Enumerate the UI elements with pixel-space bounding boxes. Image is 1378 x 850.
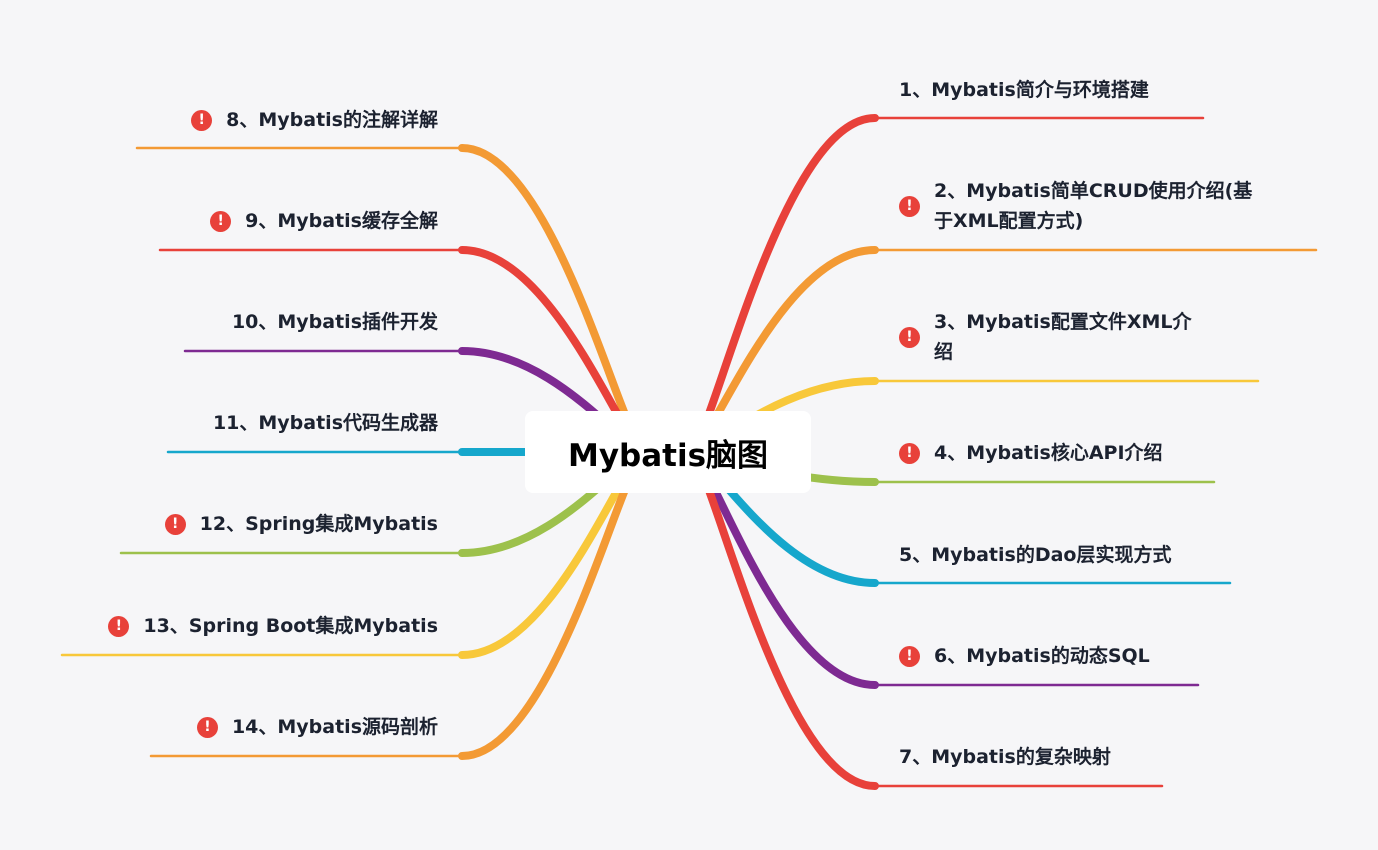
topic-right-2[interactable]: ! 2、Mybatis简单CRUD使用介绍(基于XML配置方式) (899, 176, 1269, 236)
topic-label: 8、Mybatis的注解详解 (226, 109, 438, 131)
branch-left-14 (458, 448, 649, 760)
topic-label: 6、Mybatis的动态SQL (934, 645, 1150, 667)
priority-badge-icon: ! (196, 716, 218, 738)
topic-label: 2、Mybatis简单CRUD使用介绍(基于XML配置方式) (934, 180, 1253, 232)
priority-badge-icon: ! (210, 210, 232, 232)
priority-badge-icon: ! (899, 195, 920, 217)
priority-badge-icon: ! (108, 615, 130, 637)
topic-label: 3、Mybatis配置文件XML介绍 (934, 311, 1192, 363)
topic-left-8[interactable]: ! 8、Mybatis的注解详解 (137, 105, 438, 135)
priority-badge-icon: ! (191, 109, 213, 131)
topic-right-5[interactable]: 5、Mybatis的Dao层实现方式 (899, 540, 1229, 570)
topic-label: 11、Mybatis代码生成器 (212, 412, 438, 434)
topic-left-13[interactable]: ! 13、Spring Boot集成Mybatis (62, 611, 438, 641)
topic-label: 1、Mybatis简介与环境搭建 (899, 79, 1149, 101)
priority-badge-icon: ! (164, 513, 186, 535)
topic-left-12[interactable]: ! 12、Spring集成Mybatis (121, 509, 438, 539)
topic-right-1[interactable]: 1、Mybatis简介与环境搭建 (899, 75, 1199, 105)
topic-right-7[interactable]: 7、Mybatis的复杂映射 (899, 742, 1179, 772)
topic-right-6[interactable]: ! 6、Mybatis的动态SQL (899, 641, 1199, 671)
topic-left-14[interactable]: ! 14、Mybatis源码剖析 (151, 712, 438, 742)
topic-label: 14、Mybatis源码剖析 (231, 716, 438, 738)
topic-right-3[interactable]: ! 3、Mybatis配置文件XML介绍 (899, 307, 1199, 367)
central-topic[interactable]: Mybatis脑图 (525, 411, 811, 493)
topic-label: 5、Mybatis的Dao层实现方式 (899, 544, 1172, 566)
topic-label: 9、Mybatis缓存全解 (245, 210, 438, 232)
topic-left-11[interactable]: 11、Mybatis代码生成器 (168, 408, 438, 438)
topic-label: 12、Spring集成Mybatis (199, 513, 438, 535)
topic-left-9[interactable]: ! 9、Mybatis缓存全解 (160, 206, 438, 236)
priority-badge-icon: ! (899, 645, 920, 667)
topic-left-10[interactable]: 10、Mybatis插件开发 (185, 307, 438, 337)
topic-label: 10、Mybatis插件开发 (231, 311, 438, 333)
priority-badge-icon: ! (899, 442, 920, 464)
topic-label: 13、Spring Boot集成Mybatis (143, 615, 438, 637)
topic-label: 4、Mybatis核心API介绍 (934, 442, 1163, 464)
priority-badge-icon: ! (899, 326, 920, 348)
topic-label: 7、Mybatis的复杂映射 (899, 746, 1111, 768)
topic-right-4[interactable]: ! 4、Mybatis核心API介绍 (899, 438, 1219, 468)
